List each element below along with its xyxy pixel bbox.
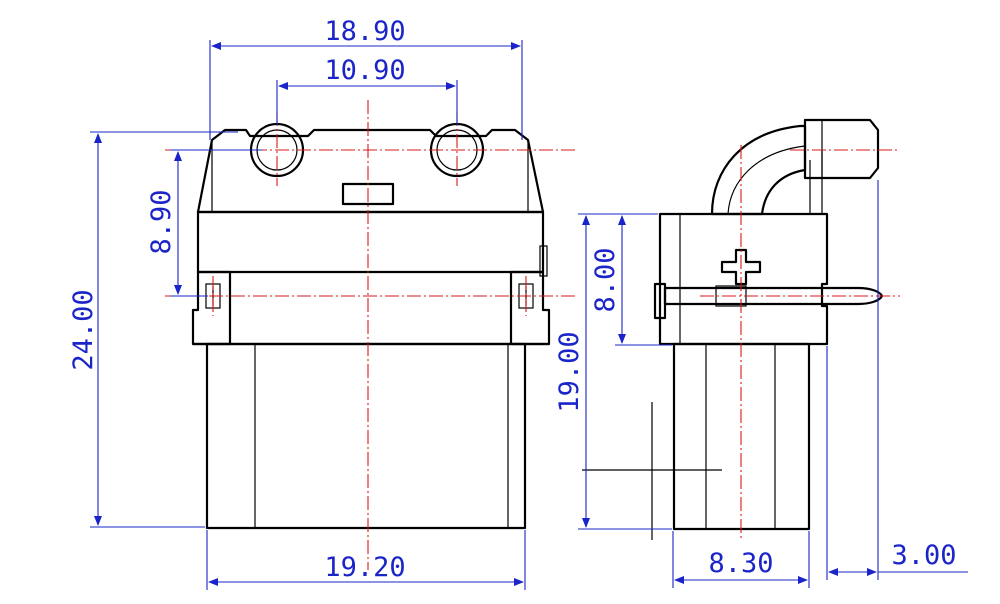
front-body-lower <box>205 342 527 530</box>
dim-side-total-height: 19.00 <box>554 331 585 412</box>
front-view <box>165 100 575 570</box>
dim-front-hole-height: 8.90 <box>146 189 177 254</box>
front-housing-top <box>196 128 545 214</box>
side-view <box>582 118 900 540</box>
dim-front-top-width: 18.90 <box>324 16 405 47</box>
side-dimensions: 8.00 19.00 8.30 3.00 <box>554 180 968 588</box>
dim-front-total-height: 24.00 <box>68 289 99 370</box>
side-elbow-outlet <box>710 124 807 216</box>
front-dimensions: 18.90 10.90 8.90 24.00 19.20 <box>68 16 526 590</box>
dim-front-hole-spacing: 10.90 <box>324 55 405 86</box>
side-body-upper <box>658 212 829 346</box>
dim-side-pin-offset: 3.00 <box>891 540 956 571</box>
side-cross-mark <box>720 248 762 286</box>
dim-side-body-width: 8.30 <box>708 548 773 579</box>
dim-side-mount-height: 8.00 <box>590 247 621 312</box>
dim-front-bottom-width: 19.20 <box>324 552 405 583</box>
front-body-mid <box>196 210 545 274</box>
side-nozzle <box>803 118 880 180</box>
